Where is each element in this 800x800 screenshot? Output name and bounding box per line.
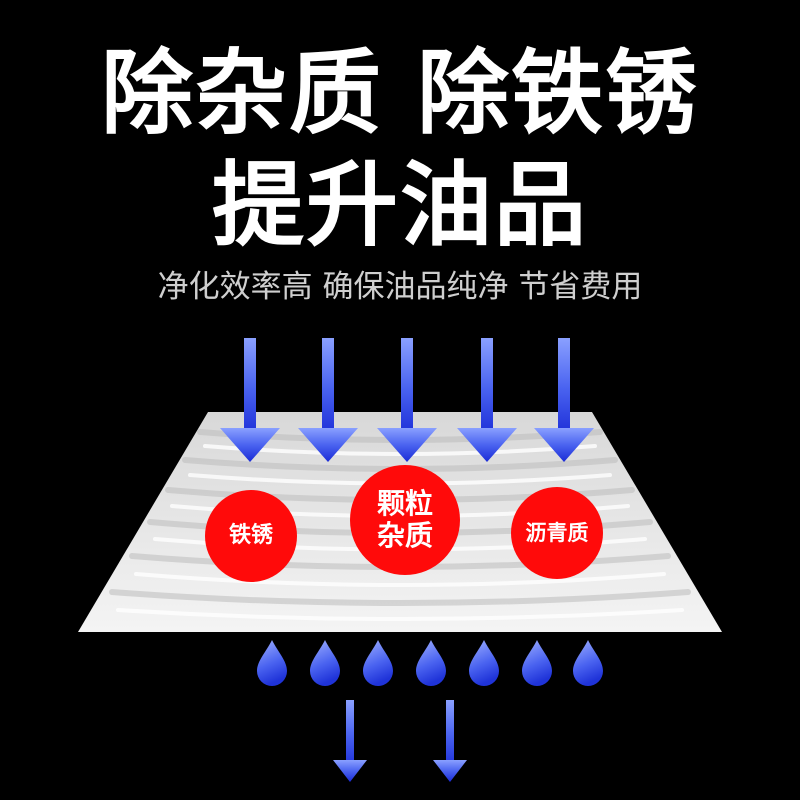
badge-rust: 铁锈: [205, 490, 297, 582]
arrow-down-icon: [298, 338, 358, 462]
arrow-down-icon: [534, 338, 594, 462]
arrow-down-icon: [333, 700, 367, 782]
water-drop-icon: [573, 640, 603, 686]
water-drop-icon: [310, 640, 340, 686]
arrow-down-icon: [377, 338, 437, 462]
badge-asphalt-label: 沥青质: [525, 520, 589, 545]
badge-asphalt: 沥青质: [511, 487, 603, 579]
water-drop-icon: [469, 640, 499, 686]
badge-particles-label-1: 颗粒: [376, 486, 433, 520]
water-drop-icon: [522, 640, 552, 686]
badge-particles-label-2: 杂质: [376, 519, 433, 552]
headline-line-2: 提升油品: [211, 152, 588, 259]
badge-rust-label: 铁锈: [228, 523, 273, 549]
water-drop-icon: [416, 640, 446, 686]
water-drop-icon: [257, 640, 287, 686]
headline-line-1: 除杂质 除铁锈: [100, 40, 700, 147]
arrow-down-icon: [433, 700, 467, 782]
arrow-down-icon: [220, 338, 280, 462]
badge-particles: 颗粒 杂质: [350, 465, 460, 575]
arrow-down-icon: [457, 338, 517, 462]
water-drop-icon: [363, 640, 393, 686]
subtitle: 净化效率高 确保油品纯净 节省费用: [157, 269, 643, 305]
